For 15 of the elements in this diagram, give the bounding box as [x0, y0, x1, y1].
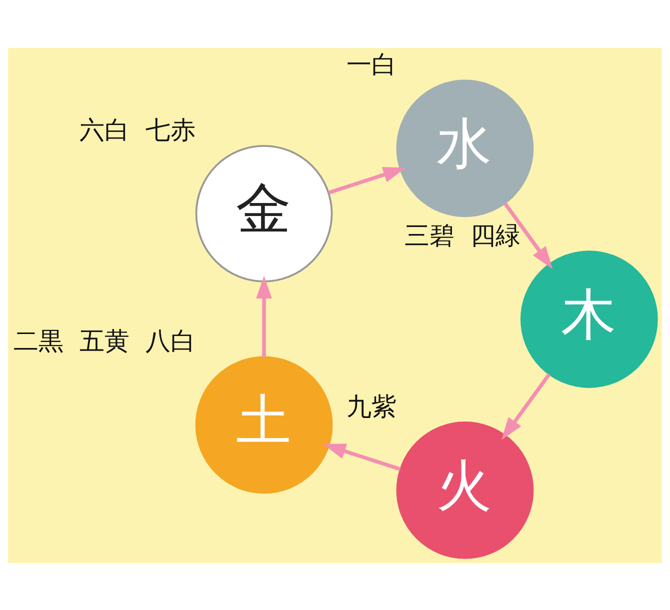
node-circle: 火 [396, 421, 534, 558]
arrow [502, 372, 551, 440]
node-label: 三碧 四緑 [404, 220, 520, 250]
arrow [323, 443, 401, 470]
arrow [256, 275, 272, 356]
node-circle: 土 [195, 356, 333, 494]
node-label: 九紫 [346, 391, 396, 420]
node-label: 二黒 五黄 八白 [14, 326, 196, 356]
arrow [503, 202, 553, 268]
node-label: 一白 [346, 50, 396, 79]
node-circle: 木 [520, 250, 658, 388]
node-label: 六白 七赤 [79, 114, 196, 144]
arrow [328, 166, 406, 194]
node-circle: 金 [195, 144, 333, 282]
node-circle: 水 [396, 79, 534, 217]
